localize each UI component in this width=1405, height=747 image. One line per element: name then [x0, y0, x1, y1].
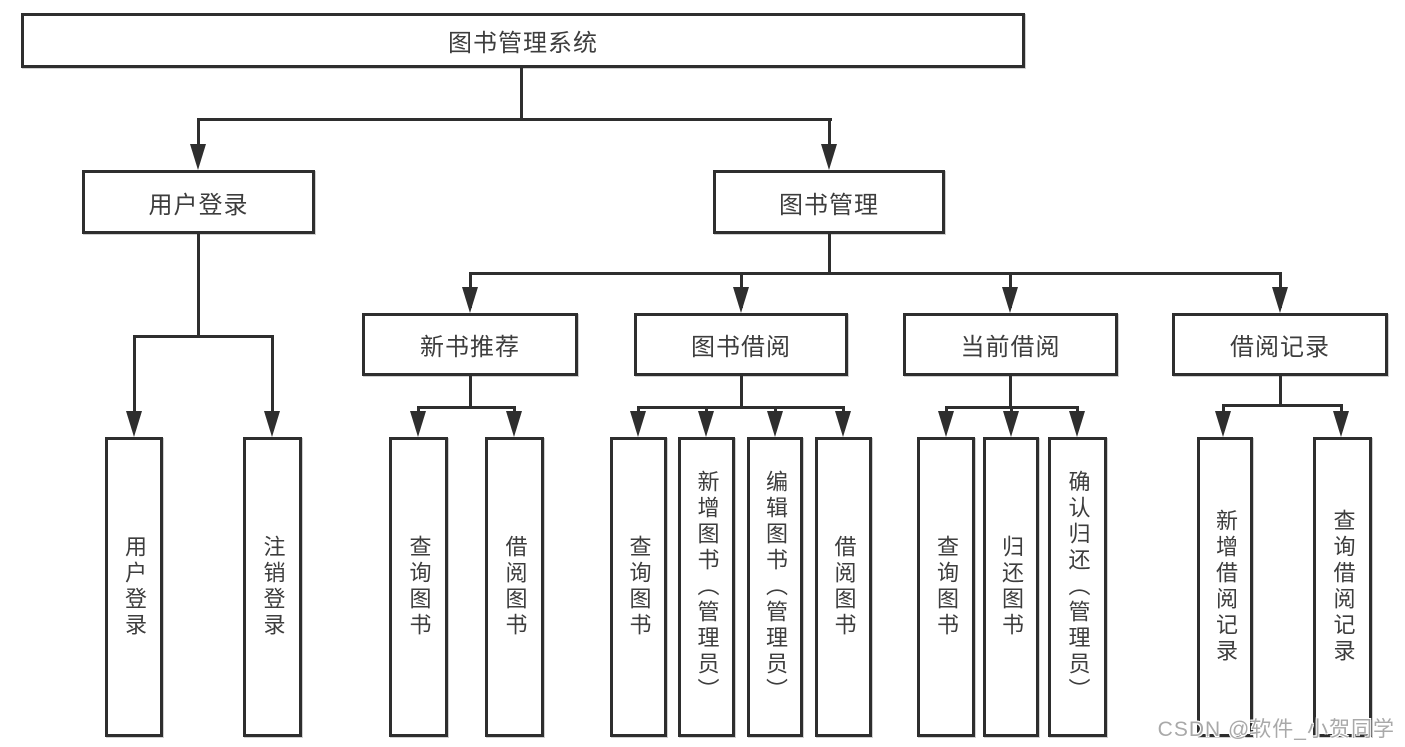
node-book-mgmt: 图书管理: [713, 170, 945, 234]
connector-line: [271, 335, 274, 431]
leaf-rec-borrow-books: 借阅图书: [485, 437, 544, 737]
leaf-borrow-query-books-label: 查询图书: [626, 535, 652, 639]
connector-line: [1279, 376, 1282, 407]
connector-line: [133, 335, 274, 338]
arrow-down-icon: [190, 144, 206, 170]
leaf-add-books-admin: 新增图书（管理员）: [678, 437, 735, 737]
arrow-down-icon: [1069, 411, 1085, 437]
leaf-logout: 注销登录: [243, 437, 302, 737]
arrow-down-icon: [1272, 287, 1288, 313]
leaf-current-query-books-label: 查询图书: [934, 535, 959, 639]
node-new-book-rec: 新书推荐: [362, 313, 578, 376]
leaf-edit-books-admin-label: 编辑图书（管理员）: [763, 470, 788, 704]
leaf-rec-query-books: 查询图书: [389, 437, 448, 737]
leaf-borrow-borrow-books: 借阅图书: [815, 437, 872, 737]
node-user-login: 用户登录: [82, 170, 315, 234]
leaf-user-login: 用户登录: [105, 437, 163, 737]
leaf-add-borrow-record: 新增借阅记录: [1197, 437, 1253, 737]
node-root-label: 图书管理系统: [448, 30, 598, 57]
node-root: 图书管理系统: [21, 13, 1025, 68]
connector-line: [197, 118, 200, 162]
connector-line: [520, 68, 523, 120]
connector-line: [828, 118, 831, 162]
connector-line: [740, 376, 743, 409]
connector-line: [1222, 404, 1343, 407]
leaf-add-books-admin-label: 新增图书（管理员）: [694, 470, 720, 704]
node-user-login-label: 用户登录: [148, 191, 249, 219]
arrow-down-icon: [264, 411, 280, 437]
connector-line: [1009, 376, 1012, 409]
leaf-rec-borrow-books-label: 借阅图书: [502, 535, 528, 639]
node-new-book-rec-label: 新书推荐: [420, 334, 520, 361]
node-book-borrow-label: 图书借阅: [691, 334, 791, 361]
node-book-borrow: 图书借阅: [634, 313, 848, 376]
connector-line: [197, 234, 200, 335]
node-current-borrow: 当前借阅: [903, 313, 1118, 376]
arrow-down-icon: [821, 144, 837, 170]
arrow-down-icon: [698, 411, 714, 437]
arrow-down-icon: [462, 287, 478, 313]
leaf-confirm-return-admin-label: 确认归还（管理员）: [1065, 470, 1091, 704]
leaf-rec-query-books-label: 查询图书: [406, 535, 432, 639]
node-borrow-records: 借阅记录: [1172, 313, 1388, 376]
arrow-down-icon: [630, 411, 646, 437]
leaf-return-books-label: 归还图书: [999, 535, 1024, 639]
connector-line: [828, 234, 831, 275]
node-current-borrow-label: 当前借阅: [960, 334, 1061, 361]
arrow-down-icon: [733, 287, 749, 313]
leaf-logout-label: 注销登录: [260, 535, 286, 639]
arrow-down-icon: [410, 411, 426, 437]
leaf-borrow-query-books: 查询图书: [610, 437, 667, 737]
leaf-query-borrow-record-label: 查询借阅记录: [1330, 509, 1356, 665]
leaf-edit-books-admin: 编辑图书（管理员）: [747, 437, 803, 737]
leaf-current-query-books: 查询图书: [917, 437, 975, 737]
arrow-down-icon: [1002, 287, 1018, 313]
arrow-down-icon: [1003, 411, 1019, 437]
arrow-down-icon: [938, 411, 954, 437]
leaf-return-books: 归还图书: [983, 437, 1039, 737]
leaf-confirm-return-admin: 确认归还（管理员）: [1048, 437, 1107, 737]
arrow-down-icon: [1333, 411, 1349, 437]
arrow-down-icon: [1215, 411, 1231, 437]
connector-line: [133, 335, 136, 431]
node-borrow-records-label: 借阅记录: [1230, 334, 1330, 361]
connector-line: [197, 118, 832, 121]
leaf-add-borrow-record-label: 新增借阅记录: [1213, 509, 1238, 665]
node-book-mgmt-label: 图书管理: [779, 191, 879, 219]
connector-line: [417, 406, 516, 409]
arrow-down-icon: [126, 411, 142, 437]
leaf-borrow-borrow-books-label: 借阅图书: [831, 535, 857, 639]
connector-line: [637, 406, 845, 409]
leaf-query-borrow-record: 查询借阅记录: [1313, 437, 1372, 737]
arrow-down-icon: [506, 411, 522, 437]
arrow-down-icon: [767, 411, 783, 437]
arrow-down-icon: [835, 411, 851, 437]
csdn-watermark: CSDN @软件_小贺同学: [1157, 718, 1395, 741]
leaf-user-login-label: 用户登录: [122, 535, 147, 639]
connector-line: [469, 272, 1281, 275]
connector-line: [469, 376, 472, 409]
